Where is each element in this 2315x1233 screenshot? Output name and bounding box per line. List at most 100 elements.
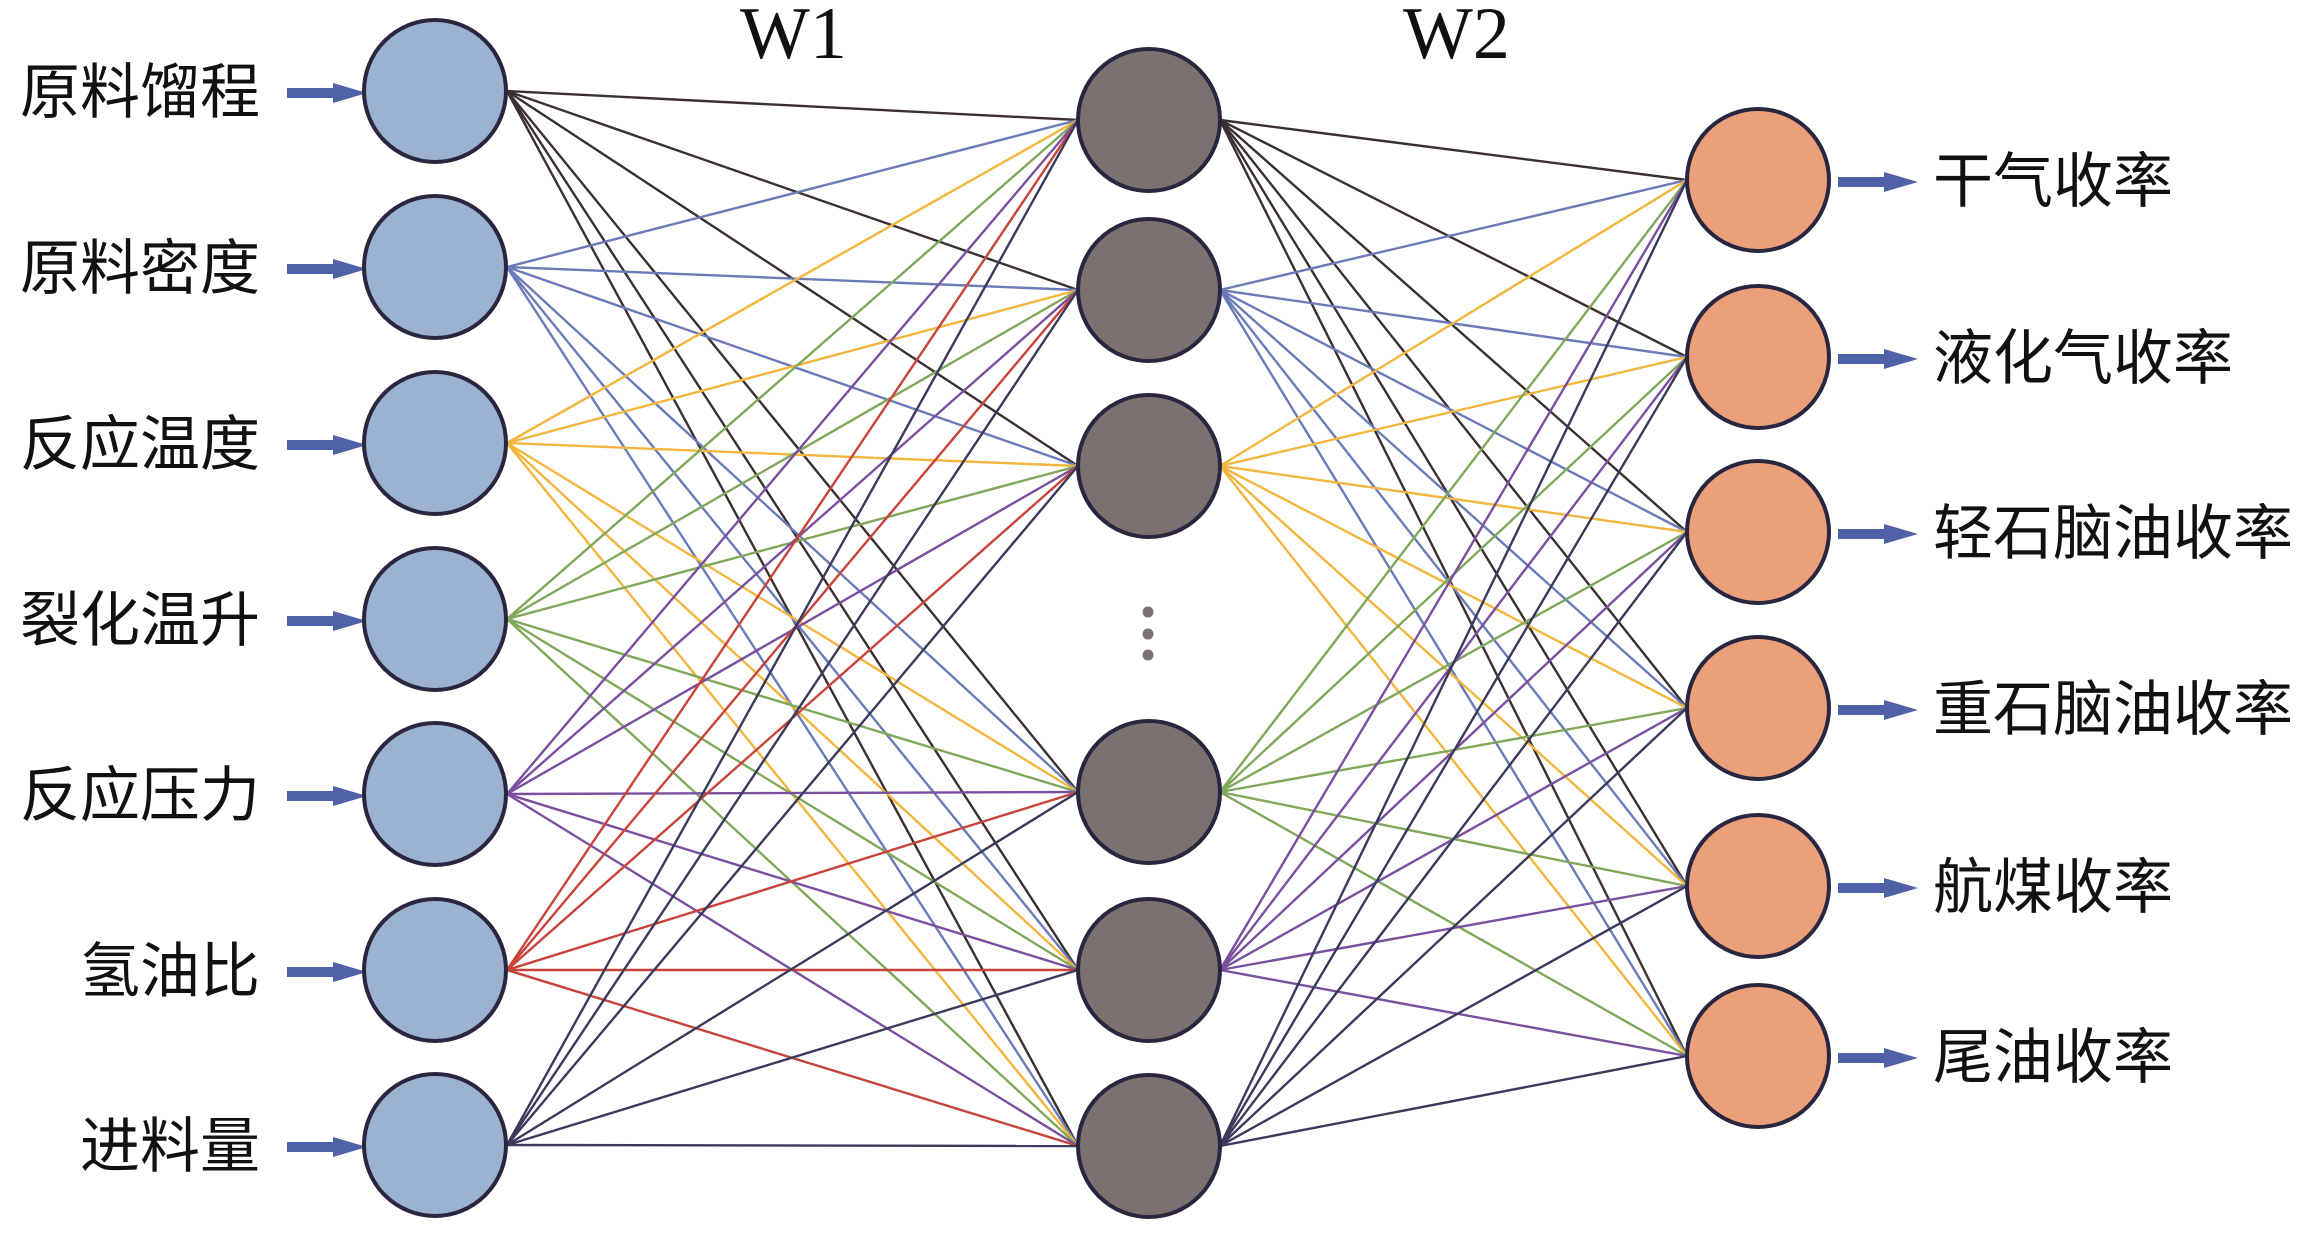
input-node-group: 进料量 <box>80 1072 508 1218</box>
edge-w1 <box>506 119 1079 795</box>
hidden-node <box>1076 393 1222 539</box>
output-label: 干气收率 <box>1933 147 2173 217</box>
input-node-group: 裂化温升 <box>20 546 508 692</box>
output-label: 航煤收率 <box>1933 853 2173 923</box>
output-node-group: 液化气收率 <box>1685 284 2233 430</box>
edge-w1 <box>506 265 1079 292</box>
output-label: 轻石脑油收率 <box>1933 499 2293 569</box>
input-node <box>362 370 508 516</box>
edge-w1 <box>506 118 1079 445</box>
weight-label-w2: W2 <box>1403 0 1510 75</box>
edge-w2 <box>1219 118 1688 359</box>
output-node <box>1685 459 1831 605</box>
output-arrow-icon <box>1838 172 1918 192</box>
output-arrow-icon <box>1838 349 1918 369</box>
ellipsis-dot <box>1142 628 1154 640</box>
edge-w2 <box>1219 464 1688 534</box>
edge-w2 <box>1219 465 1688 1057</box>
edge-w1 <box>506 465 1079 1146</box>
input-arrow-icon <box>287 962 367 982</box>
ellipsis-dot <box>1142 649 1154 661</box>
edge-w1 <box>506 289 1079 1146</box>
edge-w2 <box>1219 178 1688 468</box>
output-node-group: 轻石脑油收率 <box>1685 459 2293 605</box>
edge-w2 <box>1219 119 1688 709</box>
edge-w2 <box>1219 119 1688 533</box>
hidden-node <box>1076 1073 1222 1219</box>
input-label: 原料密度 <box>20 234 260 304</box>
edge-w2 <box>1219 707 1688 1147</box>
output-node <box>1685 284 1831 430</box>
edge-w1 <box>506 441 1079 794</box>
edge-w1 <box>506 790 1079 972</box>
edge-w2 <box>1219 118 1688 182</box>
edge-w1 <box>506 266 1079 793</box>
edge-w1 <box>506 288 1079 445</box>
edge-w1 <box>506 90 1079 793</box>
input-node <box>362 721 508 867</box>
edge-w1 <box>506 89 1079 122</box>
hidden-layer <box>1076 47 1222 1219</box>
hidden-node <box>1076 719 1222 865</box>
input-node <box>362 546 508 692</box>
input-node <box>362 194 508 340</box>
edge-w2 <box>1219 355 1688 468</box>
edge-w1 <box>506 1143 1079 1148</box>
edge-w2 <box>1219 179 1688 793</box>
input-node <box>362 18 508 164</box>
input-label: 进料量 <box>80 1112 260 1182</box>
output-node <box>1685 983 1831 1129</box>
output-node <box>1685 635 1831 781</box>
edge-w1 <box>506 288 1079 621</box>
output-label: 尾油收率 <box>1933 1023 2173 1093</box>
input-node-group: 原料馏程 <box>20 18 508 164</box>
edge-w1 <box>506 289 1079 795</box>
edge-w2 <box>1219 464 1688 710</box>
output-arrow-icon <box>1838 878 1918 898</box>
output-label: 重石脑油收率 <box>1933 675 2293 745</box>
ellipsis-dot <box>1142 606 1154 618</box>
edge-w2 <box>1219 968 1688 1058</box>
input-node-group: 反应温度 <box>20 370 508 516</box>
output-arrow-icon <box>1838 524 1918 544</box>
edge-w1 <box>505 119 1080 1146</box>
edge-w1 <box>506 119 1079 620</box>
edges-input-to-hidden <box>505 89 1080 1148</box>
input-node-group: 氢油比 <box>80 897 508 1043</box>
output-node <box>1685 107 1831 253</box>
hidden-ellipsis <box>1142 606 1154 661</box>
edge-w2 <box>1219 531 1688 1147</box>
output-node-group: 重石脑油收率 <box>1685 635 2293 781</box>
output-node <box>1685 813 1831 959</box>
edge-w2 <box>1219 1054 1688 1148</box>
input-label: 反应压力 <box>20 761 260 831</box>
hidden-node <box>1076 47 1222 193</box>
edge-w1 <box>506 118 1079 269</box>
input-arrow-icon <box>287 786 367 806</box>
edge-w2 <box>1218 179 1689 971</box>
edge-w2 <box>1219 178 1688 292</box>
input-arrow-icon <box>287 83 367 103</box>
input-arrow-icon <box>287 611 367 631</box>
input-label: 裂化温升 <box>20 586 260 656</box>
hidden-node <box>1076 897 1222 1043</box>
edge-w1 <box>506 289 1079 971</box>
output-label: 液化气收率 <box>1933 324 2233 394</box>
edge-w1 <box>506 790 1079 1147</box>
hidden-node <box>1076 217 1222 363</box>
edge-w1 <box>506 119 1079 971</box>
edge-w2 <box>1218 119 1689 887</box>
input-label: 原料馏程 <box>20 58 260 128</box>
edge-w2 <box>1218 179 1689 1147</box>
edge-w1 <box>506 790 1079 796</box>
input-arrow-icon <box>287 1137 367 1157</box>
edges-hidden-to-output <box>1218 118 1689 1148</box>
edge-w1 <box>506 968 1079 1147</box>
edge-w2 <box>1219 884 1688 1148</box>
output-node-group: 航煤收率 <box>1685 813 2173 959</box>
input-arrow-icon <box>287 259 367 279</box>
edge-w1 <box>506 617 1079 972</box>
output-arrow-icon <box>1838 1048 1918 1068</box>
